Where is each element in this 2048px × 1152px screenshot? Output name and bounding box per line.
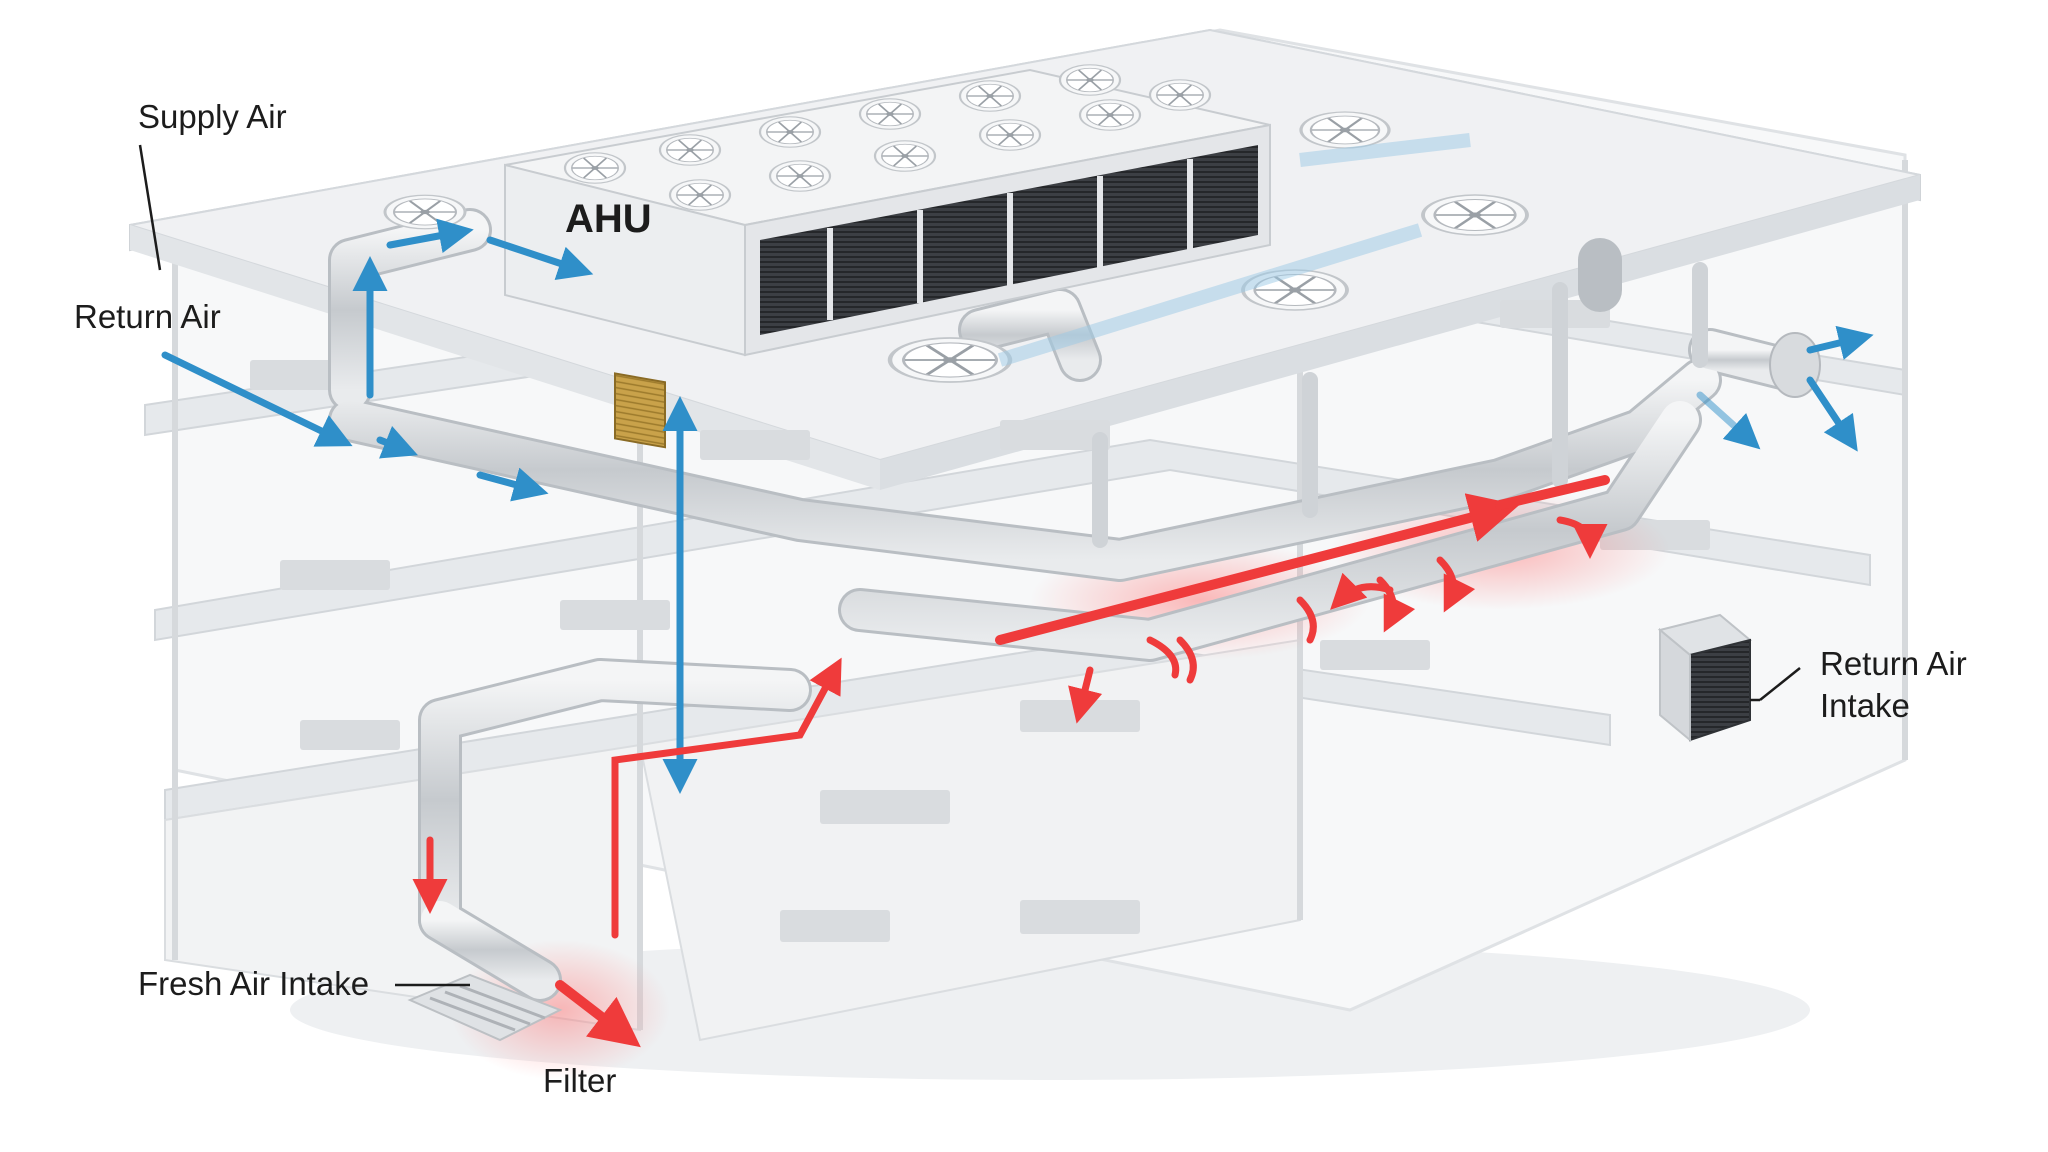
warm-air-arrow-icon [1436, 556, 1476, 613]
fan-icon [668, 178, 732, 212]
label-filter: Filter [543, 1062, 617, 1099]
warm-air-arrows [412, 475, 1610, 1048]
roof-airflow [997, 133, 1471, 367]
fan-icon [1148, 78, 1212, 112]
warm-air-arrow-icon [1376, 576, 1416, 633]
label-return-air-intake-line1: Return Air [1820, 645, 1967, 682]
fan-icon [890, 338, 1010, 382]
fan-icon [1299, 110, 1391, 150]
fan-icon [858, 97, 922, 131]
supply-arrow-icon [376, 425, 418, 459]
fan-icon [768, 159, 832, 193]
supply-arrow-icon [386, 218, 474, 254]
fan-icon [1058, 63, 1122, 97]
fan-icon [563, 151, 627, 185]
warm-air-arrow-icon [1556, 516, 1608, 559]
label-fresh-air-intake: Fresh Air Intake [138, 965, 370, 1002]
fan-icon [658, 133, 722, 167]
warm-air-arrow-icon [1068, 666, 1103, 724]
warm-air-arrow-icon [1176, 636, 1197, 684]
fan-icon [383, 193, 467, 231]
leader-supply-air [138, 144, 162, 271]
warm-air-arrow-icon [1296, 596, 1317, 644]
roof-side-edge [880, 175, 1920, 490]
label-return-air-intake-line2: Intake [1820, 687, 1910, 724]
warm-air-arrow-icon [1146, 636, 1180, 679]
warm-air-arrow-icon [555, 980, 641, 1048]
warm-air-arrow-icon [995, 493, 1520, 645]
label-return-air: Return Air [74, 298, 221, 335]
supply-arrow-icon [161, 351, 353, 447]
ahu-label: AHU [565, 197, 652, 241]
fan-icon [958, 79, 1022, 113]
warm-air-arrow-icon [1330, 572, 1394, 610]
return-air-grille-icon [1657, 613, 1753, 743]
leader-return-air-intake [1759, 667, 1801, 701]
fan-icon [1078, 98, 1142, 132]
supply-arrow-icon [1806, 376, 1858, 452]
fan-icon [978, 118, 1042, 152]
supply-arrow-icon [476, 467, 549, 502]
supply-arrow-icon [1696, 391, 1761, 450]
fan-icon [758, 115, 822, 149]
ahu-unit: AHU [504, 63, 1271, 449]
label-return-air-intake: Return Air Intake [1820, 643, 2020, 727]
supply-arrow-icon [486, 236, 594, 280]
fresh-air-grate [407, 973, 563, 1042]
label-supply-air: Supply Air [138, 98, 287, 135]
leader-lines [138, 144, 1801, 987]
warm-air-arrow-icon [1495, 475, 1610, 510]
supply-arrow-icon [1806, 325, 1874, 360]
filter-panel-icon [614, 372, 666, 449]
office-furniture [250, 300, 1710, 942]
supply-air-arrows [161, 218, 1874, 794]
fan-icon [1421, 193, 1529, 237]
fan-icon [873, 139, 937, 173]
warm-air-arrow-icon [611, 657, 842, 939]
